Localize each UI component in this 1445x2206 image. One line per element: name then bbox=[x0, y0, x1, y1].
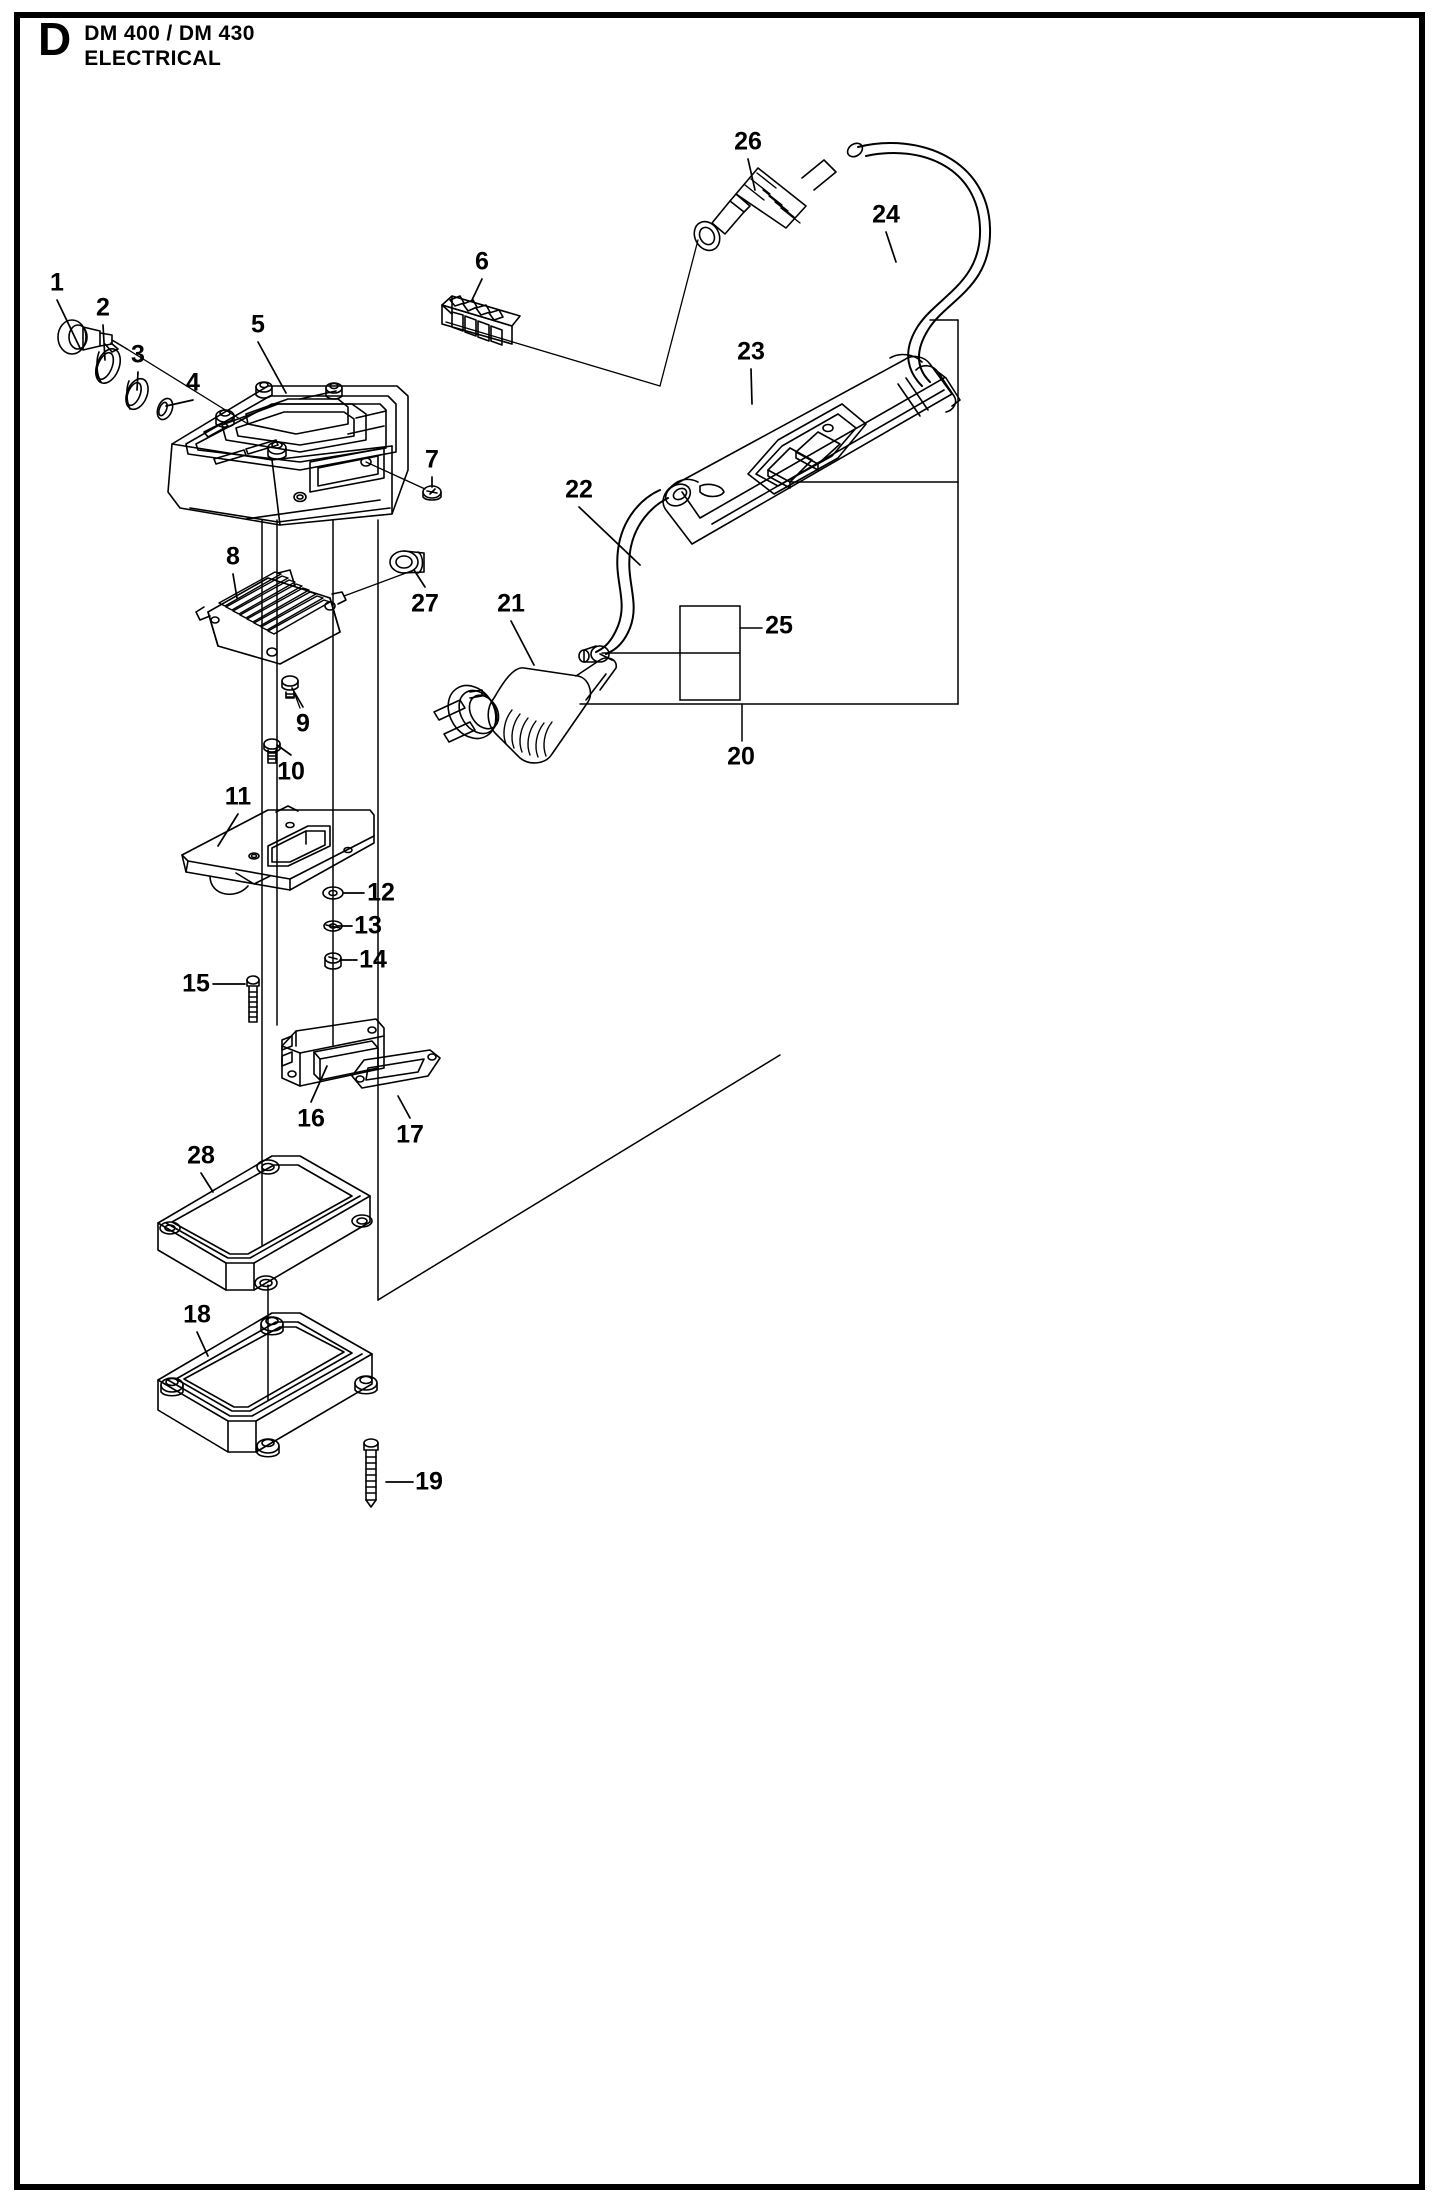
callout-22: 22 bbox=[565, 475, 593, 504]
page-title-section: ELECTRICAL bbox=[84, 47, 222, 70]
callout-19: 19 bbox=[415, 1467, 443, 1496]
callout-4: 4 bbox=[186, 368, 200, 397]
callout-14: 14 bbox=[359, 945, 387, 974]
callout-9: 9 bbox=[296, 709, 310, 738]
callout-12: 12 bbox=[367, 878, 395, 907]
callout-16: 16 bbox=[297, 1104, 325, 1133]
callout-26: 26 bbox=[734, 127, 762, 156]
callout-27: 27 bbox=[411, 589, 439, 618]
callout-6: 6 bbox=[475, 247, 489, 276]
page-border bbox=[14, 12, 1425, 2190]
callout-20: 20 bbox=[727, 742, 755, 771]
page-header: D DM 400 / DM 430 ELECTRICAL bbox=[38, 13, 255, 71]
callout-24: 24 bbox=[872, 200, 900, 229]
callout-8: 8 bbox=[226, 542, 240, 571]
header-titles: DM 400 / DM 430 ELECTRICAL bbox=[84, 18, 255, 71]
callout-13: 13 bbox=[354, 911, 382, 940]
section-letter: D bbox=[38, 13, 71, 65]
callout-11: 11 bbox=[224, 782, 252, 811]
page-title-model: DM 400 / DM 430 bbox=[84, 22, 255, 45]
callout-17: 17 bbox=[396, 1120, 424, 1149]
callout-23: 23 bbox=[737, 337, 765, 366]
callout-3: 3 bbox=[131, 340, 145, 369]
callout-2: 2 bbox=[96, 293, 110, 322]
callout-28: 28 bbox=[187, 1141, 215, 1170]
callout-7: 7 bbox=[425, 445, 439, 474]
callout-5: 5 bbox=[251, 310, 265, 339]
callout-25: 25 bbox=[765, 611, 793, 640]
callout-21: 21 bbox=[497, 589, 525, 618]
callout-1: 1 bbox=[50, 268, 64, 297]
callout-18: 18 bbox=[183, 1300, 211, 1329]
callout-10: 10 bbox=[277, 757, 305, 786]
callout-15: 15 bbox=[182, 969, 210, 998]
